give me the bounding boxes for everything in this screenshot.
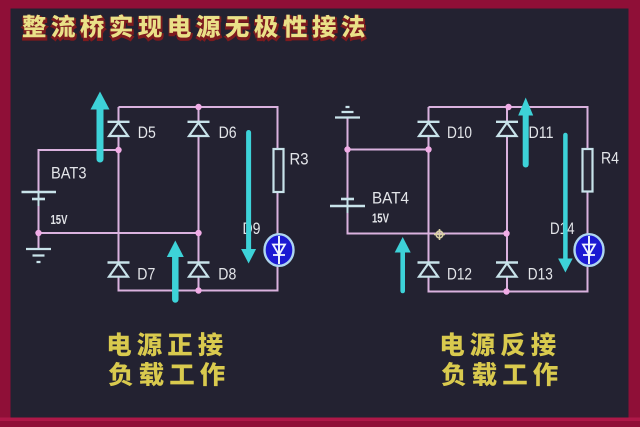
svg-text:D11: D11	[529, 124, 554, 142]
svg-text:D8: D8	[218, 266, 236, 284]
svg-text:15V: 15V	[51, 213, 68, 227]
svg-text:D9: D9	[243, 220, 261, 238]
svg-text:BAT3: BAT3	[51, 164, 87, 182]
svg-text:D13: D13	[528, 266, 553, 284]
svg-text:BAT4: BAT4	[372, 189, 409, 207]
svg-text:D5: D5	[138, 124, 156, 142]
svg-text:D10: D10	[447, 124, 472, 142]
svg-text:15V: 15V	[372, 212, 389, 226]
svg-text:D12: D12	[447, 266, 472, 284]
svg-text:D14: D14	[550, 220, 575, 238]
svg-text:D7: D7	[137, 266, 155, 284]
svg-text:D6: D6	[219, 124, 237, 142]
svg-text:R3: R3	[290, 151, 309, 169]
svg-text:R4: R4	[601, 150, 619, 168]
